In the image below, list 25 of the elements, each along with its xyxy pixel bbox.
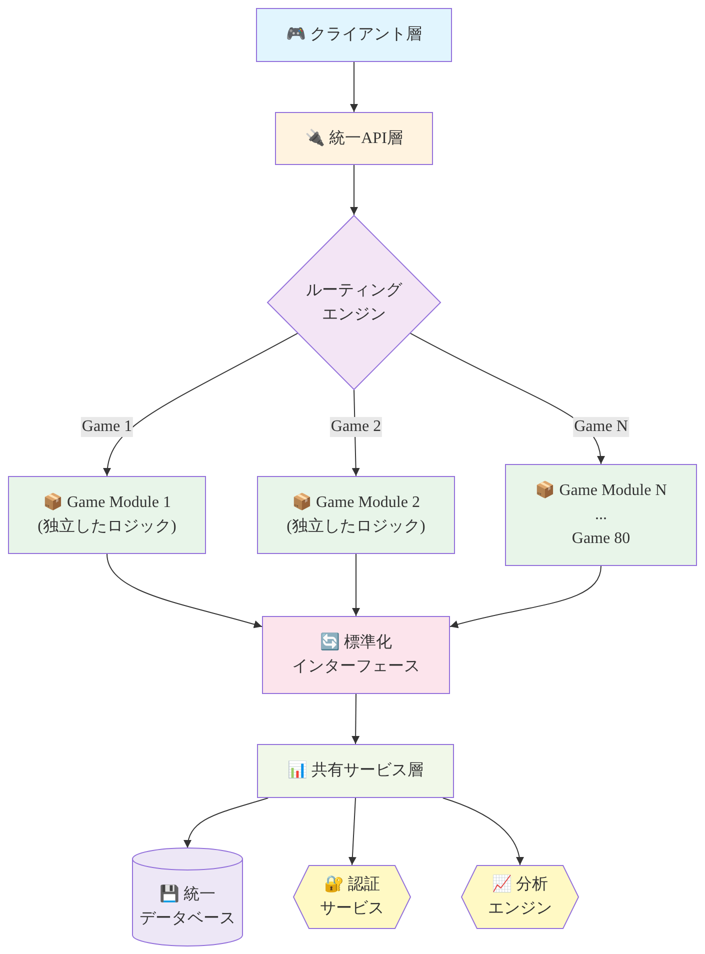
edge-label: Game 2 (330, 417, 382, 437)
process-box: 🔌 統一API層 (275, 112, 433, 165)
arrow (410, 332, 604, 464)
arrow (104, 332, 298, 476)
database-cylinder: 💾 統一データベース (132, 848, 243, 946)
process-box: 📦 Game Module N ... Game 80 (505, 464, 697, 566)
arrow (450, 566, 602, 628)
decision-diamond: ルーティングエンジン (267, 215, 441, 390)
edge-label: Game N (573, 417, 629, 437)
arrow (184, 798, 269, 848)
hexagon-node: 📈 分析エンジン (461, 865, 579, 929)
process-box: 🔄 標準化インターフェース (262, 616, 450, 694)
arrow (106, 554, 262, 628)
process-box: 🎮 クライアント層 (256, 8, 452, 62)
hexagon-node: 🔐 認証サービス (293, 865, 411, 929)
arrow (442, 798, 524, 866)
arrow (350, 164, 358, 216)
process-box: 📦 Game Module 1 (独立したロジック) (8, 476, 206, 554)
process-box: 📊 共有サービス層 (257, 744, 454, 798)
arrow (352, 554, 360, 616)
arrow (350, 62, 358, 112)
arrow (348, 798, 356, 866)
edge-label: Game 1 (80, 417, 134, 437)
process-box: 📦 Game Module 2 (独立したロジック) (257, 476, 455, 554)
arrow (352, 694, 360, 744)
